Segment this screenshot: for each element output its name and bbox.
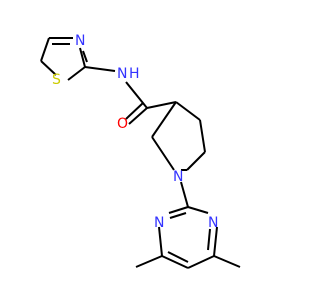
bond-c2-n1-inner (169, 212, 187, 219)
thiazole-ring (40, 37, 88, 81)
piperidine-ring (151, 101, 206, 171)
atom-n-thiazole: N (75, 33, 85, 49)
atom-n-pyrimidine-left: N (154, 215, 164, 231)
atom-s-thiazole: S (52, 72, 61, 88)
atom-n-piperidine: N (173, 169, 183, 185)
bond-c6-c5 (161, 255, 189, 269)
atom-h-amide: H (129, 66, 140, 82)
bond-n3-c2 (79, 47, 86, 68)
atom-n-amide: N (117, 66, 127, 82)
bond-c2-nh (84, 66, 116, 72)
methyl-left (135, 255, 163, 268)
bond-carbonyl-c3 (146, 101, 177, 109)
methyl-right (213, 255, 241, 268)
bond-c3-c2 (151, 101, 177, 138)
structure-canvas: N S N H O N N N (0, 0, 300, 300)
bond-c2-n1 (151, 136, 175, 171)
background (0, 0, 300, 300)
bond-n1-c6 (158, 226, 163, 257)
pyrimidine-ring (158, 206, 218, 269)
bond-carbonyl-o-double (125, 102, 144, 120)
bond-c5-c6 (186, 151, 206, 171)
bond-n3-c4-inner (207, 228, 211, 251)
bond-c4b-s (40, 60, 57, 76)
bond-c4-c5 (199, 119, 206, 153)
bond-n3-c4 (213, 226, 218, 257)
bond-carbonyl-o (128, 107, 148, 125)
bond-n1-pyrimidine (180, 181, 189, 208)
atom-o-carbonyl: O (117, 116, 128, 132)
atom-n-pyrimidine-right: N (208, 215, 218, 231)
molecule-diagram: N S N H O N N N (0, 0, 300, 300)
bond-c5-c4b (40, 37, 50, 62)
bond-s-c2 (67, 66, 86, 81)
bond-c6-c5-inner (167, 251, 189, 263)
bond-c2-n1 (168, 206, 189, 214)
bond-c3-c4 (175, 101, 201, 121)
bond-n3-c2-inner (82, 50, 88, 63)
bond-c2-n3 (187, 206, 209, 214)
amide-linker (84, 66, 177, 125)
bond-c5-c4 (187, 255, 215, 269)
